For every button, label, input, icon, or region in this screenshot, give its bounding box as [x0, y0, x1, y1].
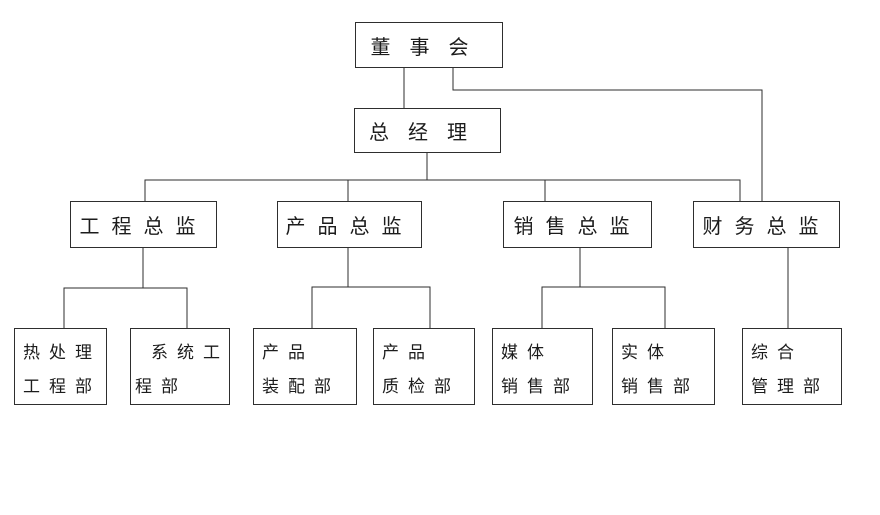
- node-label-line2: 程部: [135, 377, 187, 397]
- node-systems-engineering-dept: 系统工 程部: [130, 328, 230, 405]
- node-label-line1: 实体: [621, 343, 673, 363]
- node-label: 财务总监: [702, 214, 831, 238]
- node-label: 销售总监: [513, 214, 642, 238]
- node-label: 产品总监: [285, 214, 414, 238]
- connector-sales-bus: [541, 286, 666, 328]
- node-label-line1: 热处理: [23, 343, 101, 363]
- node-finance-director: 财务总监: [693, 201, 840, 248]
- node-board-of-directors: 董事会: [355, 22, 503, 68]
- node-sales-director: 销售总监: [503, 201, 652, 248]
- node-physical-sales-dept: 实体 销售部: [612, 328, 715, 405]
- node-label-line1: 产品: [382, 343, 434, 363]
- node-engineering-director: 工程总监: [70, 201, 217, 248]
- node-label-line1: 系统工: [151, 343, 229, 363]
- node-label-line2: 销售部: [621, 377, 699, 397]
- node-label-line2: 工程部: [23, 377, 101, 397]
- node-label: 总经理: [369, 120, 486, 144]
- connector-product-bus: [311, 286, 431, 328]
- node-general-administration-dept: 综合 管理部: [742, 328, 842, 405]
- connector-board-to-finance: [452, 68, 763, 201]
- node-label-line2: 销售部: [501, 377, 579, 397]
- node-media-sales-dept: 媒体 销售部: [492, 328, 593, 405]
- node-general-manager: 总经理: [354, 108, 501, 153]
- node-product-assembly-dept: 产品 装配部: [253, 328, 357, 405]
- connector-gm-bus: [144, 179, 741, 201]
- node-label: 工程总监: [79, 214, 208, 238]
- node-label-line1: 综合: [751, 343, 803, 363]
- node-label-line2: 质检部: [382, 377, 460, 397]
- node-label: 董事会: [370, 34, 488, 59]
- node-label-line1: 产品: [262, 343, 314, 363]
- node-heat-treatment-engineering-dept: 热处理 工程部: [14, 328, 107, 405]
- connector-engineering-bus: [63, 287, 188, 328]
- node-label-line2: 装配部: [262, 377, 340, 397]
- node-product-director: 产品总监: [277, 201, 422, 248]
- node-label-line1: 媒体: [501, 343, 553, 363]
- node-label-line2: 管理部: [751, 377, 829, 397]
- node-product-quality-inspection-dept: 产品 质检部: [373, 328, 475, 405]
